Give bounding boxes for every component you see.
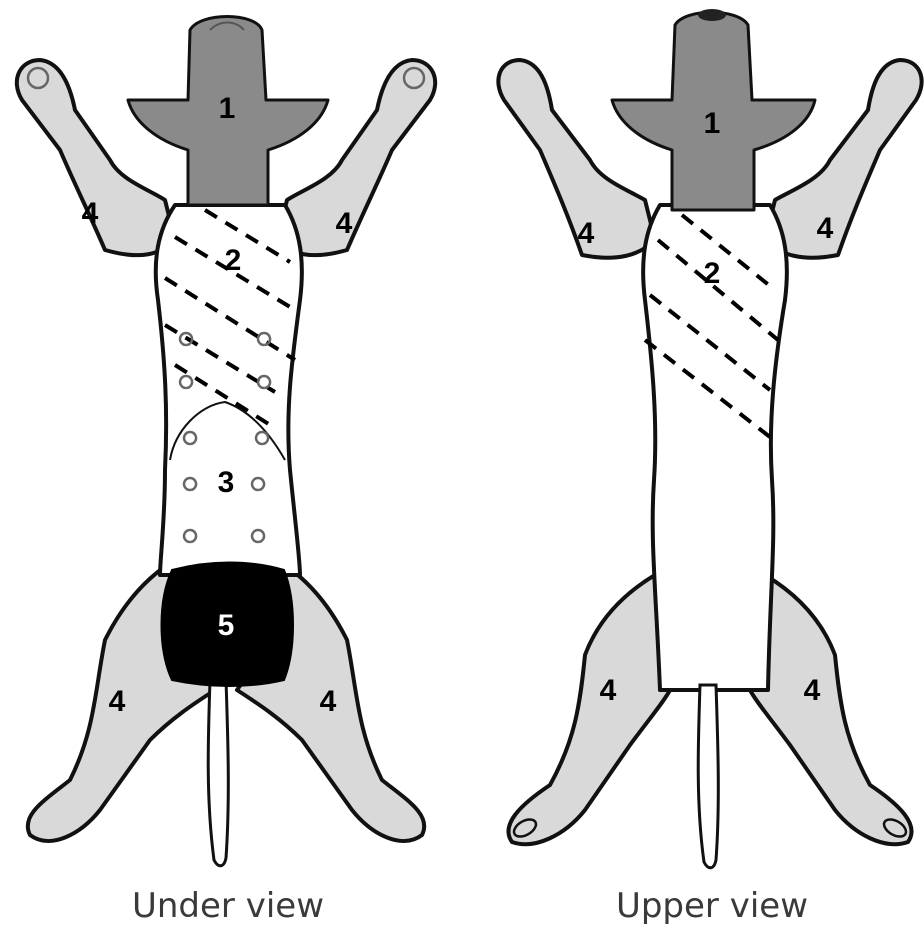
upper-label-front-right-limb: 4 [817, 212, 834, 245]
upper-hind-left-limb [508, 575, 670, 844]
upper-label-head: 1 [704, 107, 721, 140]
under-label-head: 1 [219, 92, 236, 125]
upper-label-front-left-limb: 4 [578, 217, 595, 250]
under-label-thorax: 2 [225, 244, 242, 277]
under-tail [208, 680, 228, 866]
under-label-front-left-limb: 4 [82, 197, 99, 230]
upper-label-hind-right-limb: 4 [804, 674, 821, 707]
under-view-caption: Under view [132, 886, 324, 926]
upper-view: 1 2 4 4 4 4 Upper view [498, 9, 921, 926]
under-label-abdomen: 3 [218, 466, 235, 499]
upper-view-caption: Upper view [616, 886, 808, 926]
under-label-hind-right-limb: 4 [320, 685, 337, 718]
under-label-perineum: 5 [218, 609, 235, 642]
under-view: 1 2 3 4 4 4 4 5 Under view [17, 17, 435, 927]
under-label-hind-left-limb: 4 [109, 685, 126, 718]
under-front-right-limb [277, 60, 435, 255]
upper-label-thorax: 2 [704, 257, 721, 290]
under-label-front-right-limb: 4 [336, 207, 353, 240]
upper-front-right-limb [765, 60, 922, 258]
upper-label-hind-left-limb: 4 [600, 674, 617, 707]
upper-tail [698, 685, 718, 868]
upper-hind-right-limb [750, 575, 912, 844]
